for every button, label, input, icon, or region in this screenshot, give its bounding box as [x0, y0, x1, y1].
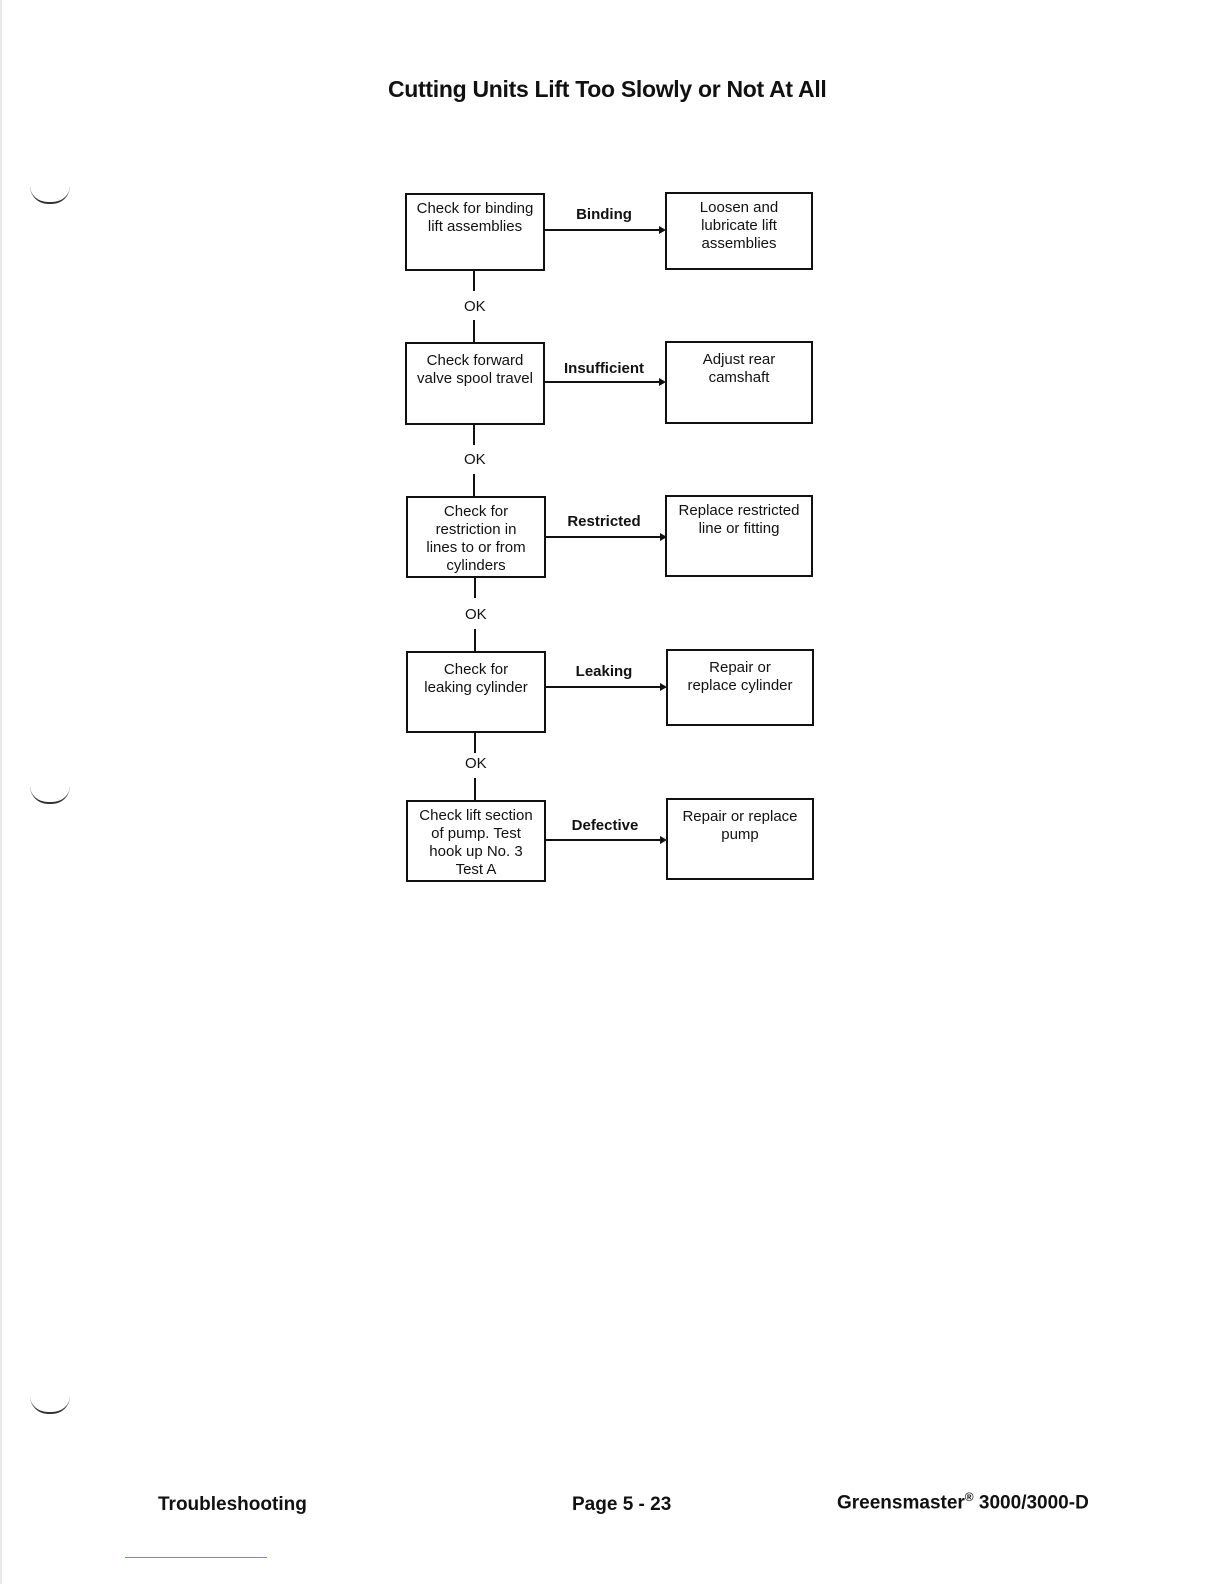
check-text-line: Test A — [455, 861, 497, 878]
condition-label-leaking: Leaking — [575, 663, 633, 680]
page-title: Cutting Units Lift Too Slowly or Not At … — [388, 76, 827, 102]
check-text-line: Check lift section — [419, 807, 533, 824]
action-text-line: line or fitting — [698, 520, 780, 537]
action-text-line: Replace restricted — [678, 502, 800, 519]
connector-line — [473, 271, 475, 291]
footer-product: Greensmaster® 3000/3000-D — [837, 1490, 1089, 1514]
binder-hole-mark — [30, 186, 70, 204]
arrowhead-icon — [660, 533, 667, 541]
arrowhead-icon — [659, 378, 666, 386]
ok-label: OK — [465, 755, 487, 772]
action-box-repair-cylinder: Repair or replace cylinder — [666, 649, 814, 726]
check-text-line: lines to or from — [426, 539, 526, 556]
arrowhead-icon — [659, 226, 666, 234]
ok-label: OK — [465, 606, 487, 623]
action-text-line: lubricate lift — [701, 217, 777, 234]
action-text-line: Loosen and — [699, 199, 779, 216]
arrowhead-icon — [660, 836, 667, 844]
check-text-line: Check for — [443, 503, 509, 520]
condition-label-restricted: Restricted — [567, 513, 641, 530]
connector-line — [473, 320, 475, 342]
connector-line — [474, 629, 476, 651]
check-box-valve-spool: Check forward valve spool travel — [405, 342, 545, 425]
condition-label-binding: Binding — [576, 206, 632, 223]
product-name: Greensmaster — [837, 1492, 965, 1514]
action-text-line: Adjust rear — [702, 351, 776, 368]
action-box-repair-pump: Repair or replace pump — [666, 798, 814, 880]
connector-line — [474, 778, 476, 800]
condition-label-insufficient: Insufficient — [563, 360, 644, 377]
action-box-adjust: Adjust rear camshaft — [665, 341, 813, 424]
ok-label: OK — [464, 298, 486, 315]
binder-hole-mark — [30, 786, 70, 804]
action-text-line: replace cylinder — [687, 677, 793, 694]
bottom-rule — [125, 1557, 267, 1558]
check-text-line: Check forward — [426, 352, 524, 369]
check-text-line: restriction in — [435, 521, 517, 538]
connector-line — [545, 229, 659, 231]
footer-page-number: Page 5 - 23 — [572, 1494, 672, 1515]
product-model: 3000/3000-D — [978, 1492, 1089, 1514]
registered-mark: ® — [964, 1490, 974, 1504]
check-text-line: Check for — [443, 661, 509, 678]
arrowhead-icon — [660, 683, 667, 691]
check-box-pump: Check lift section of pump. Test hook up… — [406, 800, 546, 882]
connector-line — [546, 839, 660, 841]
action-box-replace-line: Replace restricted line or fitting — [665, 495, 813, 577]
connector-line — [546, 536, 660, 538]
binder-hole-mark — [30, 1396, 70, 1414]
action-text-line: Repair or — [709, 659, 771, 676]
footer-section: Troubleshooting — [158, 1494, 307, 1515]
connector-line — [546, 686, 660, 688]
connector-line — [474, 733, 476, 753]
connector-line — [545, 381, 659, 383]
page-edge — [0, 0, 2, 1584]
connector-line — [474, 578, 476, 598]
check-text-line: hook up No. 3 — [429, 843, 523, 860]
ok-label: OK — [464, 451, 486, 468]
connector-line — [473, 425, 475, 445]
check-text-line: valve spool travel — [417, 370, 533, 387]
check-text-line: cylinders — [446, 557, 506, 574]
action-box-loosen: Loosen and lubricate lift assemblies — [665, 192, 813, 270]
action-text-line: pump — [721, 826, 759, 843]
condition-label-defective: Defective — [571, 817, 639, 834]
connector-line — [473, 474, 475, 496]
action-text-line: camshaft — [708, 369, 770, 386]
check-box-restriction: Check for restriction in lines to or fro… — [406, 496, 546, 578]
check-text-line: Check for binding — [416, 200, 534, 217]
check-box-binding: Check for binding lift assemblies — [405, 193, 545, 271]
action-text-line: assemblies — [701, 235, 777, 252]
check-box-leaking: Check for leaking cylinder — [406, 651, 546, 733]
check-text-line: lift assemblies — [427, 218, 523, 235]
check-text-line: leaking cylinder — [424, 679, 528, 696]
action-text-line: Repair or replace — [682, 808, 798, 825]
check-text-line: of pump. Test — [431, 825, 521, 842]
